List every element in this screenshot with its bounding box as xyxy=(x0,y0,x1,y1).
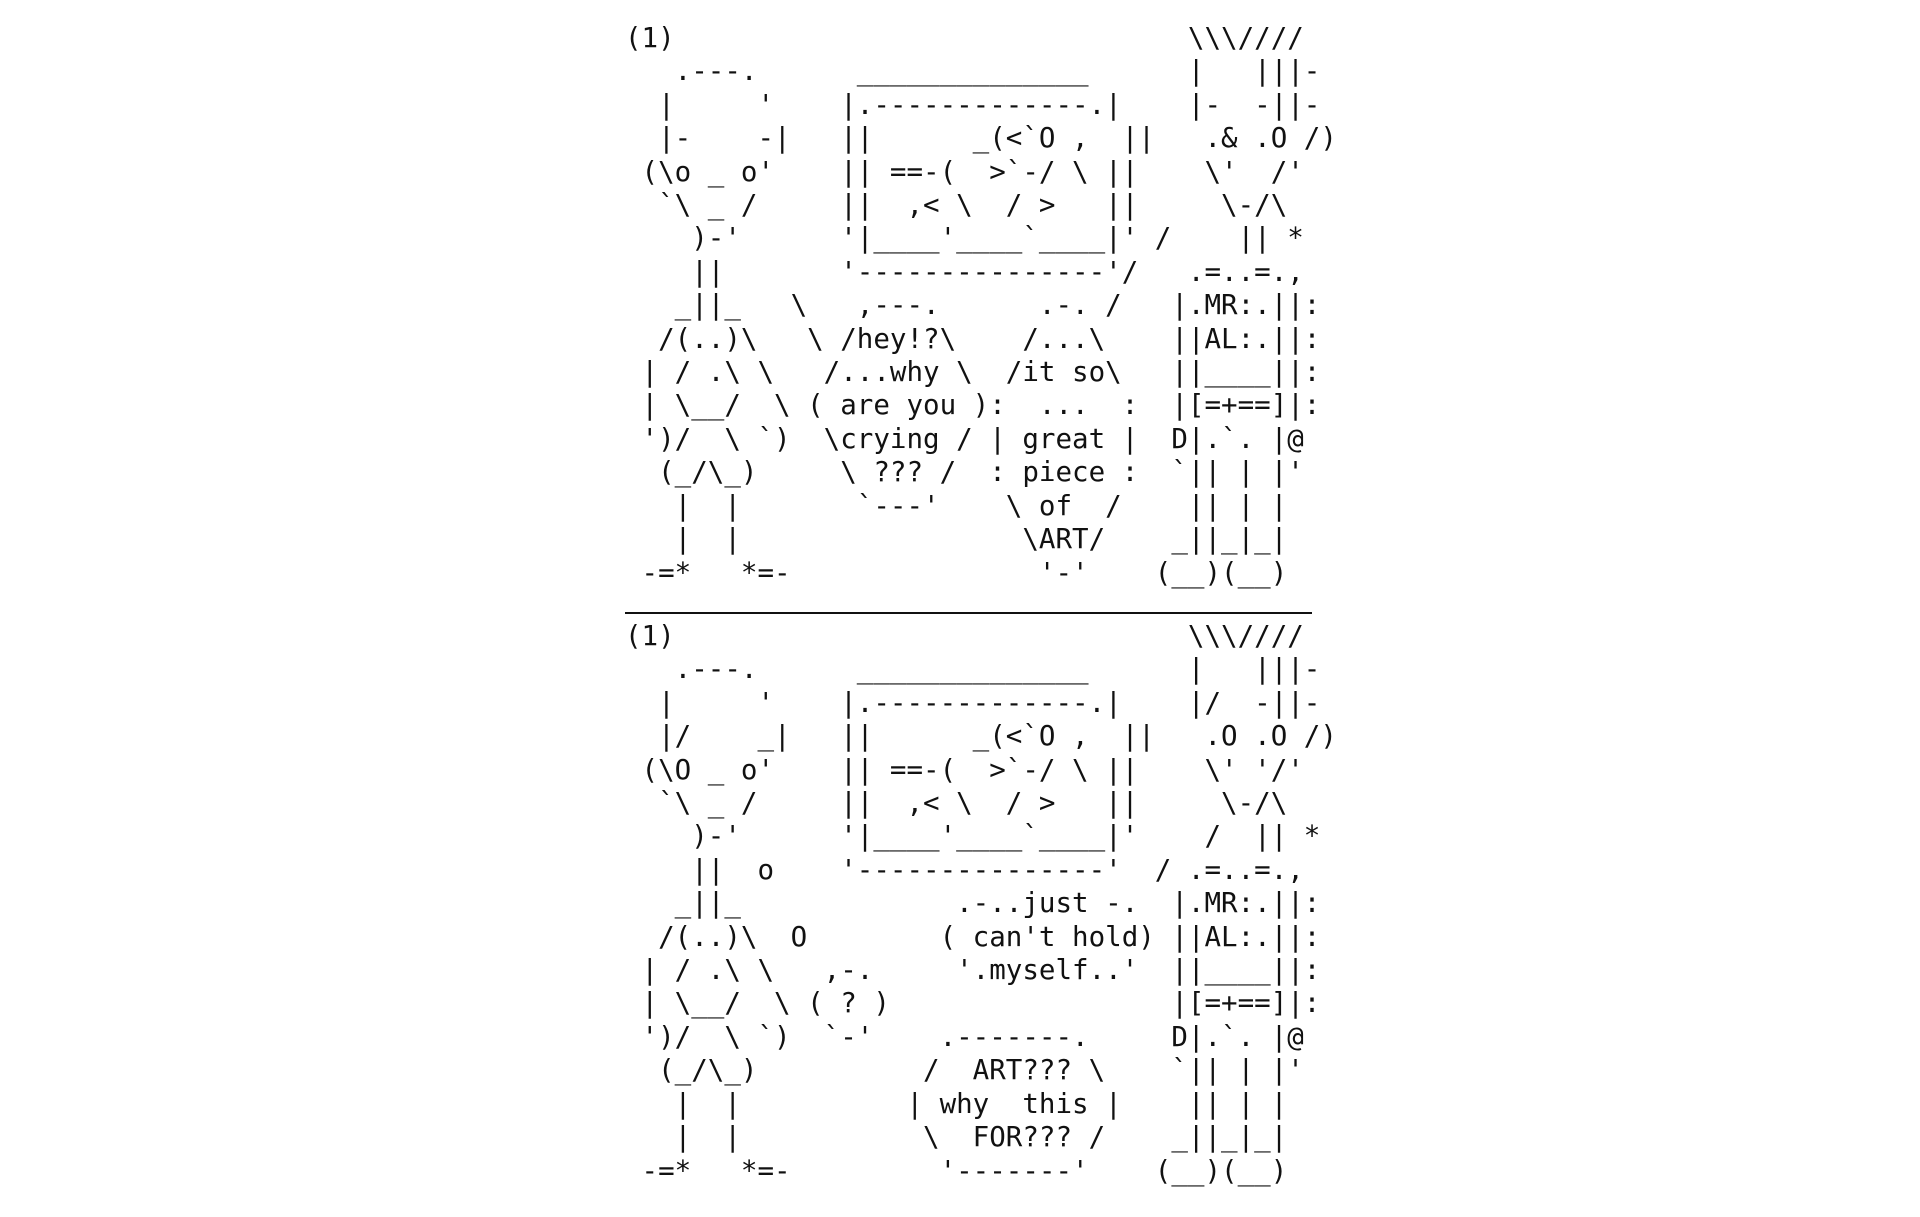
ascii-line: | | | why this | || | | xyxy=(625,1087,1288,1120)
ascii-line: /(..)\ O ( can't hold) ||AL:.||: xyxy=(625,920,1321,953)
panel-divider xyxy=(625,612,1312,614)
comic-panel-bottom: (1) \\\//// .---. ______________ | |||- … xyxy=(625,620,1337,1188)
ascii-line: .---. ______________ | |||- xyxy=(625,653,1321,686)
ascii-line: (_/\_) / ART??? \ `|| | |' xyxy=(625,1054,1304,1087)
ascii-line: | / .\ \ ,-. '.myself..' ||____||: xyxy=(625,954,1321,987)
ascii-line: | | \ FOR??? / _||_|_| xyxy=(625,1121,1288,1154)
ascii-line: (1) \\\//// xyxy=(625,22,1304,54)
ascii-line: | \__/ \ ( are you ): ... : |[=+==]|: xyxy=(625,389,1321,422)
ascii-line: | ' |.-------------.| |/ -||- xyxy=(625,686,1321,719)
ascii-line: |- -| || _(<`O , || .& .O /) xyxy=(625,122,1337,155)
ascii-line: -=* *=- '-------' (__)(__) xyxy=(625,1154,1288,1187)
ascii-line: | | `---' \ of / || | | xyxy=(625,489,1288,522)
ascii-line: | \__/ \ ( ? ) |[=+==]|: xyxy=(625,987,1321,1020)
ascii-line: |/ _| || _(<`O , || .O .O /) xyxy=(625,720,1337,753)
ascii-line: /(..)\ \ /hey!?\ /...\ ||AL:.||: xyxy=(625,322,1321,355)
ascii-line: | ' |.-------------.| |- -||- xyxy=(625,88,1321,121)
ascii-line: (\O _ o' || ==-( >`-/ \ || \' '/' xyxy=(625,753,1304,786)
ascii-line: `\ _ / || ,< \ / > || \-/\ xyxy=(625,189,1288,222)
ascii-line: (\o _ o' || ==-( >`-/ \ || \' /' xyxy=(625,155,1304,188)
ascii-line: )-' '|____'____`____|' / || * xyxy=(625,820,1321,853)
ascii-line: ')/ \ `) \crying / | great | D|.`. |@ xyxy=(625,422,1304,455)
ascii-line: .---. ______________ | |||- xyxy=(625,55,1321,88)
ascii-line: (_/\_) \ ??? / : piece : `|| | |' xyxy=(625,456,1304,489)
ascii-line: | | \ART/ _||_|_| xyxy=(625,523,1288,556)
ascii-line: _||_ .-..just -. |.MR:.||: xyxy=(625,887,1321,920)
ascii-line: _||_ \ ,---. .-. / |.MR:.||: xyxy=(625,289,1321,322)
ascii-line: ')/ \ `) `-' .-------. D|.`. |@ xyxy=(625,1020,1304,1053)
ascii-line: || '---------------'/ .=..=., xyxy=(625,255,1304,288)
ascii-line: | / .\ \ /...why \ /it so\ ||____||: xyxy=(625,356,1321,389)
ascii-line: (1) \\\//// xyxy=(625,620,1304,652)
ascii-line: `\ _ / || ,< \ / > || \-/\ xyxy=(625,787,1288,820)
ascii-line: || o '---------------' / .=..=., xyxy=(625,853,1304,886)
ascii-line: -=* *=- '-' (__)(__) xyxy=(625,556,1288,589)
ascii-line: )-' '|____'____`____|' / || * xyxy=(625,222,1304,255)
comic-panel-top: (1) \\\//// .---. ______________ | |||- … xyxy=(625,22,1337,590)
